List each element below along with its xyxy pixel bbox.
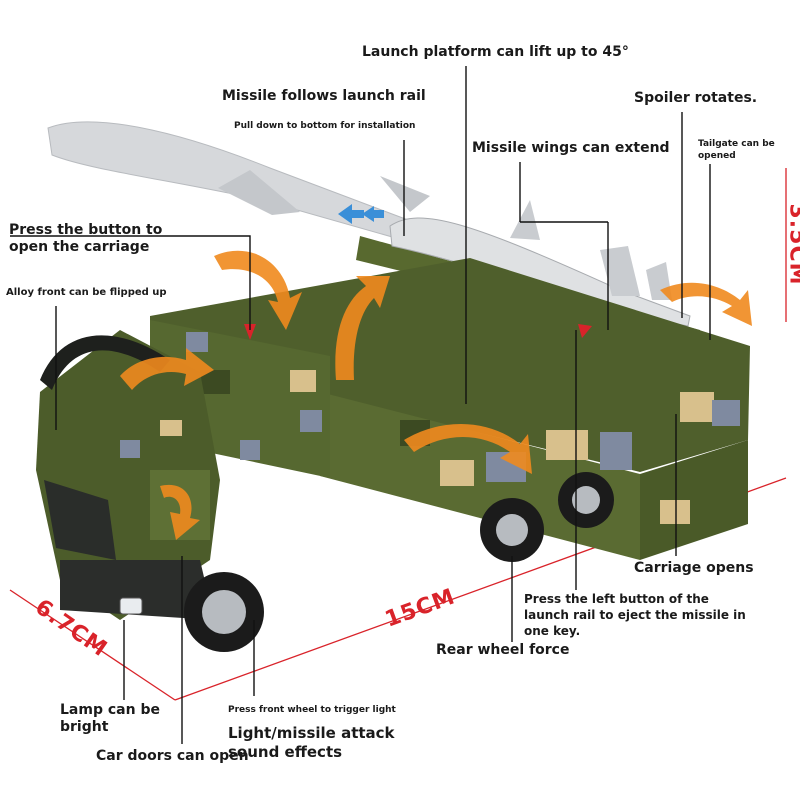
label-press-left-1: Press the left button of the bbox=[524, 592, 709, 606]
label-missile-wings: Missile wings can extend bbox=[472, 140, 670, 156]
label-press-left-2: launch rail to eject the missile in bbox=[524, 608, 746, 622]
label-press-button-1: Press the button to bbox=[9, 222, 163, 238]
label-launch-platform: Launch platform can lift up to 45° bbox=[362, 44, 629, 60]
label-tailgate-1: Tailgate can be bbox=[698, 139, 775, 149]
ejection-arrows bbox=[338, 204, 384, 224]
callout-lines bbox=[10, 66, 711, 744]
label-press-button-2: open the carriage bbox=[9, 239, 150, 255]
label-lamp-1: Lamp can be bbox=[60, 702, 160, 718]
label-carriage-opens: Carriage opens bbox=[634, 560, 754, 576]
label-pull-down: Pull down to bottom for installation bbox=[234, 121, 416, 131]
label-rear-wheel: Rear wheel force bbox=[436, 642, 570, 658]
carriage bbox=[150, 258, 750, 560]
motion-arrows bbox=[120, 250, 752, 540]
label-light-missile-2: sound effects bbox=[228, 743, 343, 761]
label-alloy-front: Alloy front can be flipped up bbox=[6, 287, 167, 298]
dimension-height: 3.5CM bbox=[784, 203, 800, 286]
cab bbox=[36, 330, 220, 620]
label-light-missile-1: Light/missile attack bbox=[228, 724, 395, 742]
label-lamp-2: bright bbox=[60, 719, 109, 735]
label-tailgate-2: opened bbox=[698, 151, 736, 161]
label-press-left-3: one key. bbox=[524, 624, 581, 638]
wheels bbox=[184, 472, 614, 652]
label-press-front-wheel: Press front wheel to trigger light bbox=[228, 705, 396, 715]
label-car-doors: Car doors can open bbox=[96, 748, 249, 764]
label-spoiler: Spoiler rotates. bbox=[634, 90, 758, 106]
label-missile-follows: Missile follows launch rail bbox=[222, 88, 426, 104]
button-markers bbox=[244, 324, 592, 340]
